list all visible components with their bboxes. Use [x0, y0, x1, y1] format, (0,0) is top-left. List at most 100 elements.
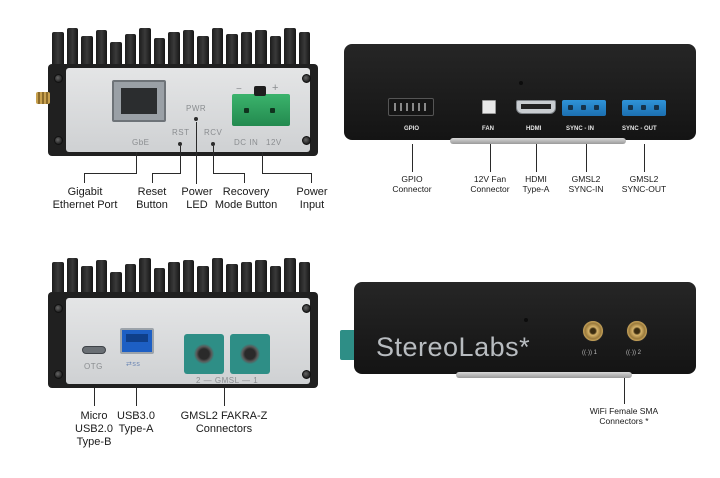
rcv-label: RCV [204, 128, 223, 137]
heatsink-fin [240, 262, 252, 300]
heatsink-fin [298, 262, 310, 300]
ge-label: GbE [132, 138, 150, 147]
heatsink-fin [255, 30, 267, 72]
screw [302, 136, 311, 145]
heatsink-fin [124, 264, 136, 300]
antenna-connector [36, 92, 50, 104]
heatsink-fin [124, 34, 136, 72]
fakra-connector-1 [230, 334, 270, 374]
heatsink-fin [255, 260, 267, 300]
dc-in-label: DC IN [234, 138, 259, 147]
heatsink-fin [139, 258, 151, 300]
antenna-2-label: ((·)) 2 [626, 350, 641, 356]
heatsink-fin [110, 272, 122, 300]
heatsink-fin [211, 258, 223, 300]
gpio-label: GPIO [404, 126, 420, 132]
plus-label: + [272, 82, 279, 94]
volt-label: 12V [266, 138, 282, 147]
heatsink-fin [168, 262, 180, 300]
heatsink-fin [269, 36, 281, 72]
heatsink-fin [66, 28, 78, 72]
heatsink-fin [153, 268, 165, 300]
hdmi-label: HDMI [526, 126, 542, 132]
sma-connector-2 [626, 320, 648, 342]
hdmi-port [516, 100, 556, 114]
side-fakra-connector [340, 330, 358, 360]
heatsink-fin [226, 34, 238, 72]
dc-power-terminal [232, 86, 290, 126]
usb3-logo: ⇄ss [126, 361, 141, 368]
heatsink-fin [182, 30, 194, 72]
sma-connector-1 [582, 320, 604, 342]
heatsink-fin [52, 32, 64, 72]
screw [54, 304, 63, 313]
gmsl-pair-label: 2 — GMSL — 1 [196, 376, 259, 385]
screw [302, 74, 311, 83]
heatsink-fins [52, 28, 314, 72]
heatsink-fin [153, 38, 165, 72]
micro-usb-port [82, 346, 106, 354]
enclosure-back [344, 44, 696, 140]
screw [54, 74, 63, 83]
heatsink-fin [284, 28, 296, 72]
minus-label: − [236, 84, 243, 95]
heatsink-fin [81, 266, 93, 300]
heatsink-fin [95, 30, 107, 72]
heatsink-fin [52, 262, 64, 300]
usb3-port [120, 328, 154, 354]
heatsink-fin [182, 260, 194, 300]
mounting-rail [456, 372, 632, 378]
gpio-connector [388, 98, 434, 116]
screw [54, 136, 63, 145]
reset-button [178, 142, 182, 146]
screw [302, 304, 311, 313]
sync-in-terminal [562, 100, 606, 116]
heatsink-fin [197, 266, 209, 300]
pwr-label: PWR [186, 104, 207, 113]
ethernet-port [112, 80, 166, 122]
heatsink-fin [81, 36, 93, 72]
screw [302, 370, 311, 379]
power-led [194, 117, 198, 121]
heatsink-fins [52, 258, 314, 300]
sync-out-label: SYNC - OUT [622, 126, 657, 132]
screw [54, 370, 63, 379]
otg-label: OTG [84, 362, 103, 371]
heatsink-fin [197, 36, 209, 72]
rst-label: RST [172, 128, 190, 137]
heatsink-fin [110, 42, 122, 72]
heatsink-fin [211, 28, 223, 72]
recovery-button [211, 142, 215, 146]
heatsink-fin [95, 260, 107, 300]
sync-out-terminal [622, 100, 666, 116]
heatsink-fin [139, 28, 151, 72]
heatsink-fin [66, 258, 78, 300]
antenna-1-label: ((·)) 1 [582, 350, 597, 356]
fakra-connector-2 [184, 334, 224, 374]
heatsink-fin [298, 32, 310, 72]
heatsink-fin [240, 32, 252, 72]
brand-logo: StereoLabs* [376, 332, 531, 362]
fan-label: FAN [482, 126, 494, 132]
sync-in-label: SYNC - IN [566, 126, 595, 132]
heatsink-fin [226, 264, 238, 300]
heatsink-fin [168, 32, 180, 72]
heatsink-fin [269, 266, 281, 300]
mounting-rail [450, 138, 626, 144]
fan-connector [482, 100, 496, 114]
heatsink-fin [284, 258, 296, 300]
